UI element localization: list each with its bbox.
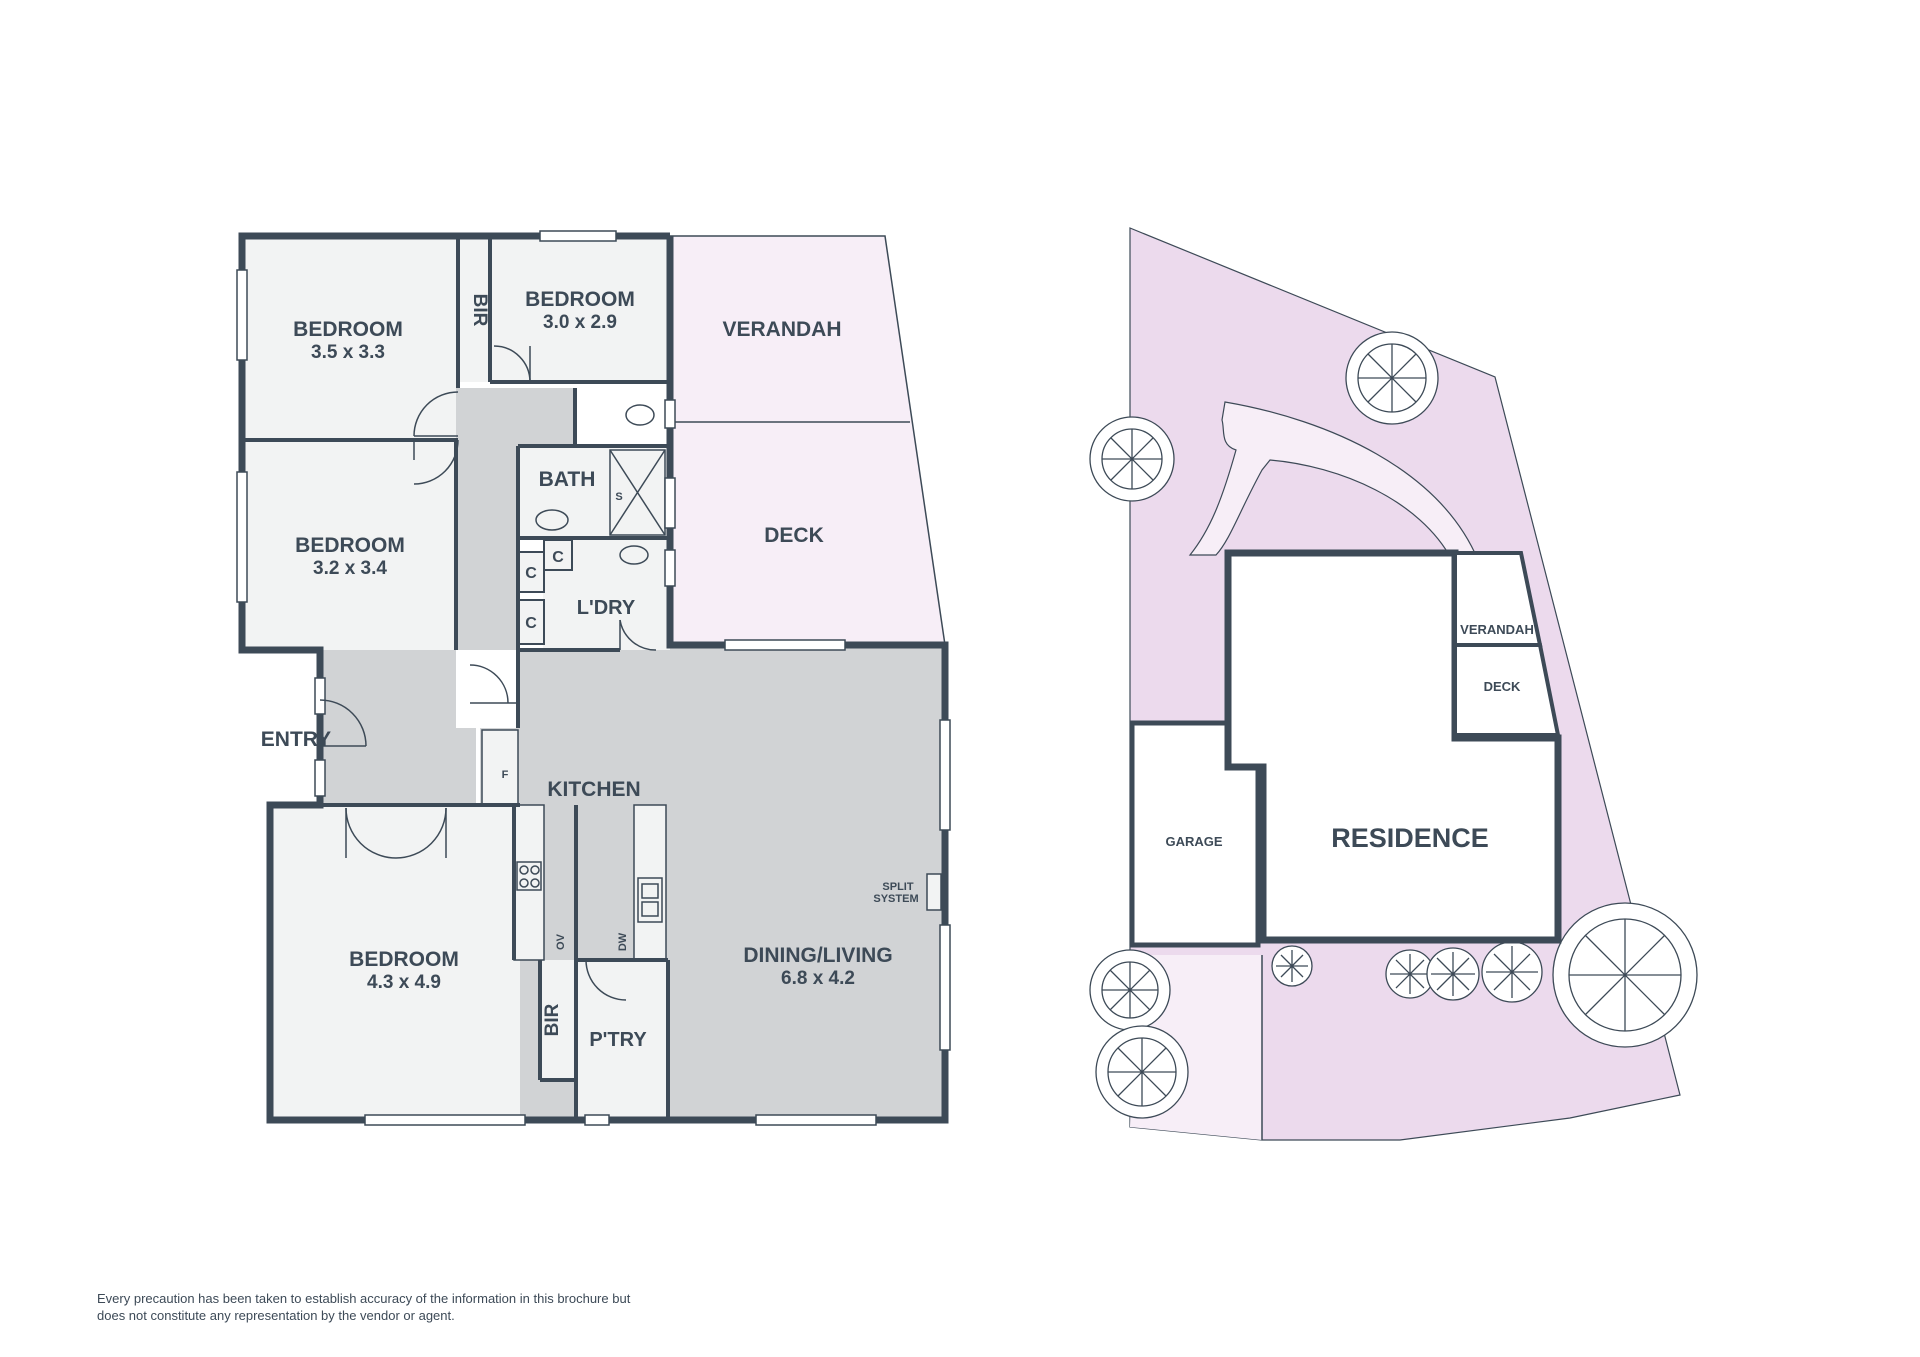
basin-icon [535, 509, 569, 531]
bedroom-3-dims: 3.2 x 3.4 [313, 558, 387, 579]
bedroom-4-name: BEDROOM [349, 948, 459, 971]
tree-icon [1385, 949, 1435, 999]
tree-icon [1426, 947, 1480, 1001]
tree-icon [1345, 331, 1439, 425]
verandah-area [669, 235, 946, 646]
pantry-label: P'TRY [589, 1029, 647, 1051]
toilet-icon [625, 404, 655, 426]
bedroom-3-name: BEDROOM [295, 534, 405, 557]
bedroom-2-name: BEDROOM [525, 288, 635, 311]
sink-icon [637, 877, 663, 923]
room-bir-bottom [540, 960, 576, 1080]
fridge-label: F [502, 769, 509, 781]
oven-label: OV [555, 933, 567, 950]
bir-top-label: BIR [469, 294, 490, 327]
tree-icon [1089, 416, 1175, 502]
tree-icon [1095, 1025, 1189, 1119]
split-system-line1: SPLIT [882, 881, 913, 893]
driveway [1188, 401, 1479, 561]
room-pantry [576, 960, 668, 1120]
bedroom-1-name: BEDROOM [293, 318, 403, 341]
kitchen-bench-right [633, 804, 667, 961]
tree-icon [1271, 945, 1313, 987]
bedroom-4-dims: 4.3 x 4.9 [367, 972, 441, 993]
garage-label: GARAGE [1165, 834, 1222, 849]
bath-label: BATH [539, 468, 596, 491]
tree-icon [1552, 902, 1698, 1048]
disclaimer: Every precaution has been taken to estab… [97, 1291, 631, 1323]
cupboard-label-1: C [552, 549, 564, 566]
room-bedroom-1 [242, 238, 458, 440]
room-bedroom-3 [242, 440, 456, 650]
cooktop-icon [516, 861, 542, 891]
laundry-label: L'DRY [577, 597, 636, 619]
fridge-space [481, 729, 519, 806]
bir-bottom-label: BIR [542, 1003, 563, 1036]
interior-walls [242, 236, 670, 1120]
room-bir-top [458, 238, 490, 382]
windows [236, 230, 951, 1126]
cupboard-label-2: C [525, 565, 537, 582]
site-deck [1453, 643, 1561, 737]
tree-icon [1089, 949, 1171, 1031]
site-plan: RESIDENCE GARAGE VERANDAH DECK [1089, 227, 1698, 1141]
residence-label: RESIDENCE [1331, 823, 1489, 853]
floor-plan: BEDROOM 3.5 x 3.3 BEDROOM 3.0 x 2.9 BEDR… [236, 230, 951, 1126]
site-verandah-label: VERANDAH [1460, 622, 1534, 637]
split-system-icon [926, 873, 942, 911]
doors [319, 345, 657, 1001]
bedroom-2-dims: 3.0 x 2.9 [543, 312, 617, 333]
site-deck-label: DECK [1484, 679, 1521, 694]
dining-name: DINING/LIVING [743, 944, 892, 967]
dishwasher-label: DW [617, 932, 629, 951]
cupboard-label-3: C [525, 615, 537, 632]
trees [1089, 331, 1698, 1119]
split-system-line2: SYSTEM [873, 893, 918, 905]
tree-icon [1481, 941, 1543, 1003]
kitchen-label: KITCHEN [547, 778, 640, 801]
laundry-tub-icon [619, 545, 649, 565]
verandah-label: VERANDAH [722, 318, 841, 341]
bedroom-1-dims: 3.5 x 3.3 [311, 342, 385, 363]
room-bath [518, 446, 668, 536]
deck-label: DECK [764, 524, 824, 547]
dining-dims: 6.8 x 4.2 [781, 968, 855, 989]
shower-label: S [615, 491, 622, 503]
entry-label: ENTRY [261, 728, 331, 751]
